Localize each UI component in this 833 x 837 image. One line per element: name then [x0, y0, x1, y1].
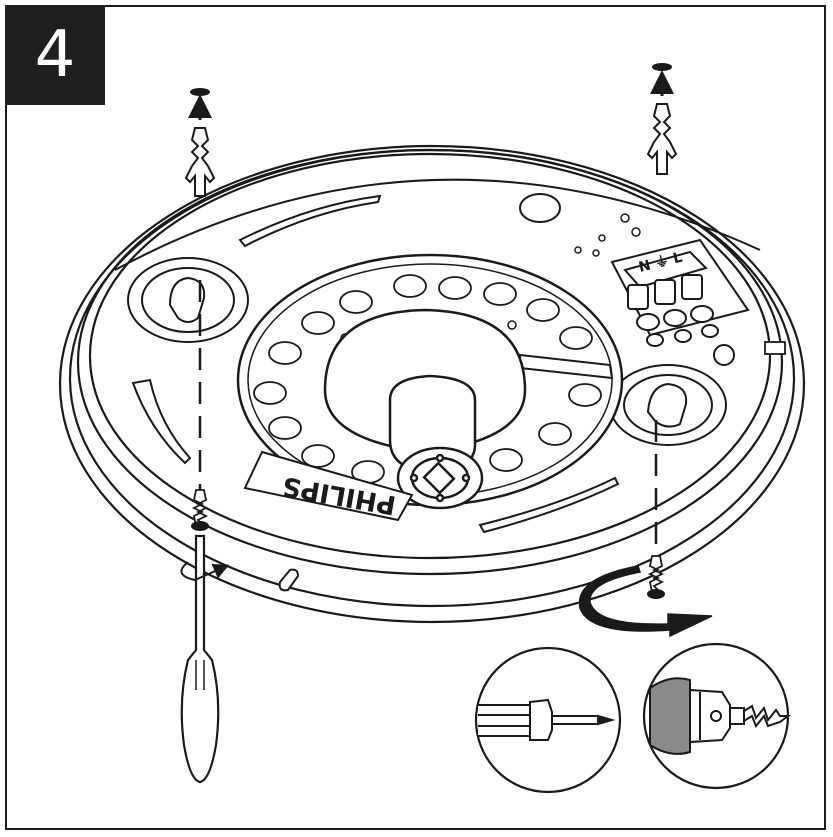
edge-tab — [764, 341, 786, 355]
screw-right — [647, 555, 665, 599]
wall-plug-left — [184, 88, 216, 197]
center-dome — [323, 308, 527, 510]
curved-slot-bottom — [478, 476, 620, 534]
outer-ring — [58, 144, 806, 624]
drill-hole-left — [190, 88, 210, 96]
keyhole-slot-right — [609, 364, 727, 446]
step-frame — [5, 5, 826, 830]
tool-circle-drill — [642, 642, 791, 790]
keyhole-slot-left — [127, 257, 249, 343]
screwdriver-icon — [180, 534, 220, 784]
wall-plug-icon — [646, 103, 678, 175]
curved-slot-left — [131, 378, 192, 465]
screw-icon — [647, 555, 665, 593]
wall-plug-icon — [184, 127, 216, 197]
tool-circle-screwdriver — [474, 646, 622, 794]
rotation-arrow — [578, 565, 713, 638]
screwdriver-icon — [478, 698, 616, 741]
terminal-block: N ⏚ L — [610, 238, 750, 347]
drill-icon — [689, 688, 791, 744]
screwdriver — [180, 534, 220, 784]
screw-icon — [191, 489, 209, 527]
rim-pin — [278, 568, 300, 592]
screw-left — [191, 489, 209, 531]
cable-hole — [519, 193, 561, 223]
mounting-plate-edge — [114, 178, 761, 271]
led-dots — [253, 274, 602, 484]
rotate-clockwise-icon — [578, 565, 713, 638]
sensor-button — [713, 344, 735, 366]
step-number-badge: 4 — [5, 5, 105, 105]
curved-slot-top — [238, 194, 382, 248]
drill-hole-right — [652, 63, 672, 71]
wall-plug-right — [646, 63, 678, 175]
rotate-clockwise-icon — [180, 561, 230, 582]
